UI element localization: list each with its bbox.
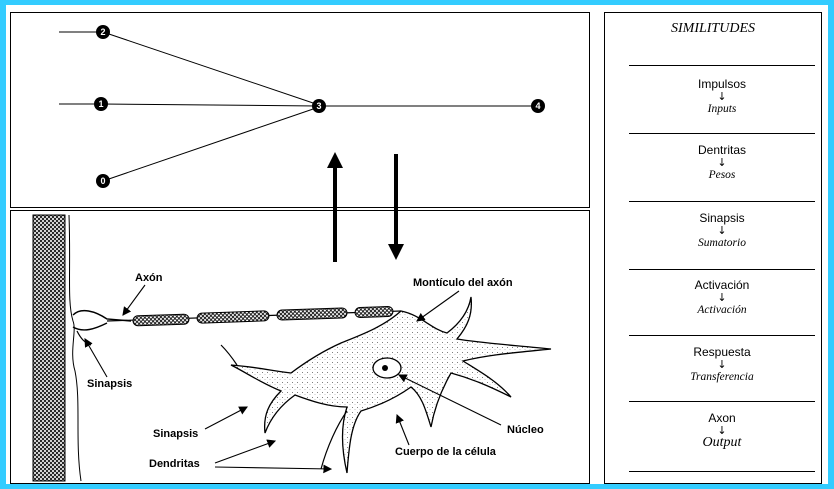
down-arrow-icon: ↓ — [629, 359, 815, 370]
up-arrow — [327, 152, 343, 262]
down-arrow-icon: ↓ — [629, 157, 815, 168]
similitudes-panel: SIMILITUDES Impulsos ↓ Inputs Dentritas … — [604, 12, 822, 484]
biological-term: Dentritas — [629, 143, 815, 157]
similitude-item-impulsos: Impulsos ↓ Inputs — [629, 77, 815, 116]
similitudes-title: SIMILITUDES — [605, 21, 821, 37]
divider — [629, 201, 815, 202]
down-arrow — [388, 154, 404, 260]
similitude-item-sinapsis: Sinapsis ↓ Sumatorio — [629, 211, 815, 250]
divider — [629, 65, 815, 66]
biological-term: Axon — [629, 411, 815, 425]
artificial-term: Output — [629, 436, 815, 450]
biological-term: Sinapsis — [629, 211, 815, 225]
biological-term: Respuesta — [629, 345, 815, 359]
biological-term: Activación — [629, 278, 815, 292]
biological-term: Impulsos — [629, 77, 815, 91]
divider — [629, 471, 815, 472]
similitude-item-respuesta: Respuesta ↓ Transferencia — [629, 345, 815, 384]
divider — [629, 335, 815, 336]
down-arrow-icon: ↓ — [629, 292, 815, 303]
artificial-term: Activación — [629, 303, 815, 317]
artificial-term: Inputs — [629, 102, 815, 116]
artificial-term: Transferencia — [629, 370, 815, 384]
artificial-term: Pesos — [629, 168, 815, 182]
similitude-item-axon: Axon ↓ Output — [629, 411, 815, 450]
down-arrow-icon: ↓ — [629, 225, 815, 236]
down-arrow-icon: ↓ — [629, 91, 815, 102]
similitude-item-dentritas: Dentritas ↓ Pesos — [629, 143, 815, 182]
divider — [629, 269, 815, 270]
divider — [629, 401, 815, 402]
artificial-term: Sumatorio — [629, 236, 815, 250]
divider — [629, 133, 815, 134]
similitude-item-activacion: Activación ↓ Activación — [629, 278, 815, 317]
